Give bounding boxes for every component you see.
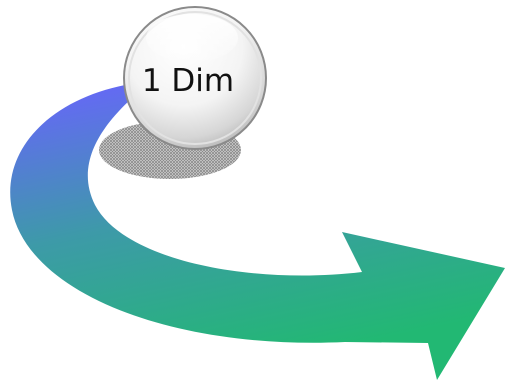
sphere-highlight xyxy=(146,14,238,62)
curved-arrow xyxy=(10,85,505,380)
sphere-label: 1 Dim xyxy=(142,63,234,99)
label-sphere: 1 Dim xyxy=(123,6,267,150)
